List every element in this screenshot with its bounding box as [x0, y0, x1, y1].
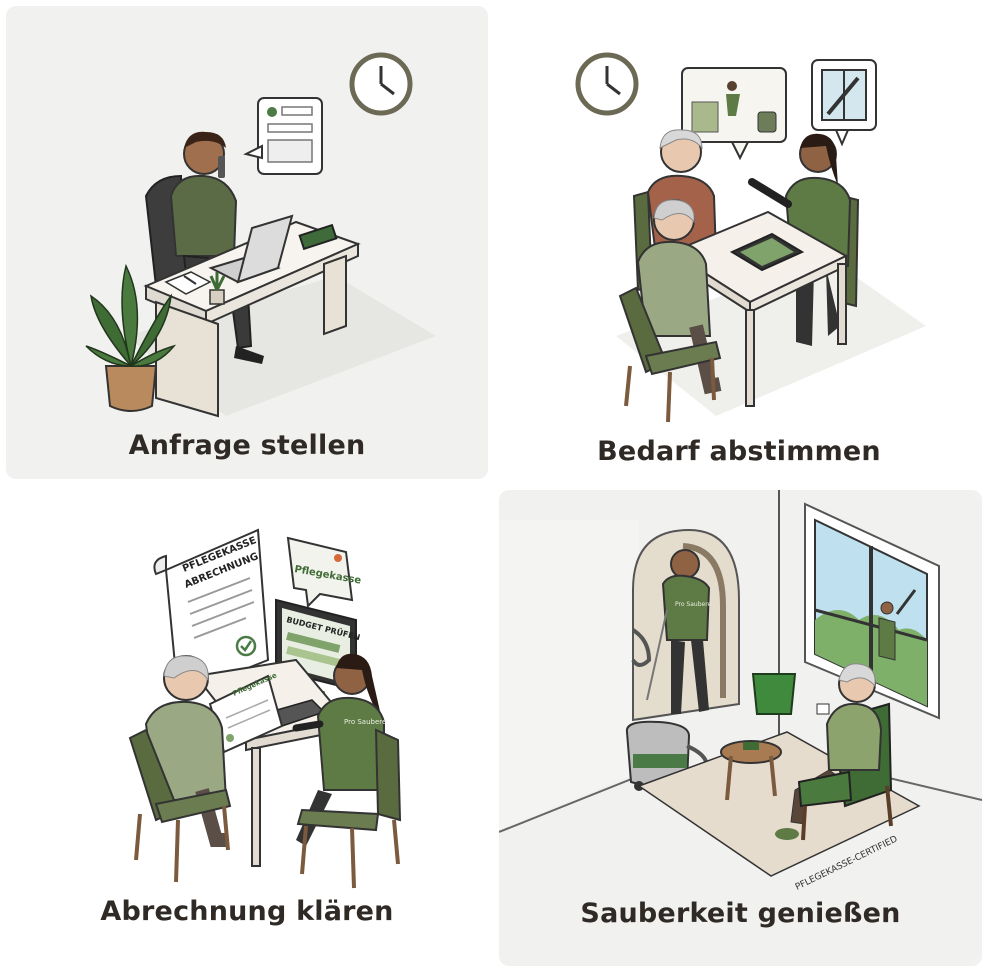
illustration-consultation-table [575, 52, 926, 423]
illustration-billing: PFLEGEKASSE ABRECHNUNG Pflegekasse BUDGE… [128, 528, 402, 889]
illustration-office-desk [85, 52, 436, 418]
panel-abrechnung-klaeren: PFLEGEKASSE ABRECHNUNG Pflegekasse BUDGE… [6, 490, 488, 966]
chair-front [618, 286, 722, 423]
pflegekasse-speech-bubble-icon: Pflegekasse [286, 536, 362, 609]
illustration-clean-home: Pro Saubere [499, 490, 982, 893]
panel-bedarf-abstimmen: Bedarf abstimmen [496, 6, 982, 479]
small-plant-icon [209, 272, 226, 305]
tablet-icon [729, 232, 805, 272]
cleaning-staff-person: Pro Saubere [292, 653, 386, 846]
shirt-logo-text: Pro Saubere [344, 718, 386, 726]
panel-caption: Bedarf abstimmen [597, 436, 881, 467]
cleaning-staff-person: Pro Saubere [631, 549, 712, 714]
wall-clock-icon [575, 52, 639, 116]
bucket-icon [751, 673, 797, 715]
chair-right [296, 728, 402, 889]
chair-left [128, 728, 232, 883]
panel-anfrage-stellen: Anfrage stellen [6, 6, 488, 479]
shirt-logo-text: Pro Saubere [675, 601, 712, 608]
form-speech-bubble-icon [243, 97, 323, 175]
panel-caption: Anfrage stellen [128, 430, 366, 461]
panel-sauberkeit-geniessen: Pro Saubere [499, 490, 982, 966]
wall-clock-icon [349, 52, 413, 116]
panel-caption: Abrechnung klären [100, 896, 394, 927]
window-icon [804, 502, 940, 720]
potted-plant-icon [85, 263, 177, 412]
side-table-icon [720, 740, 782, 801]
panel-caption: Sauberkeit genießen [580, 898, 901, 929]
window-speech-bubble-icon [811, 59, 877, 147]
books-icon [298, 223, 338, 251]
cleaning-speech-bubble-icon [681, 67, 787, 161]
laptop-icon [208, 214, 294, 284]
notepad-pen-icon [164, 271, 212, 295]
armchair-with-elderly-person [775, 663, 893, 841]
